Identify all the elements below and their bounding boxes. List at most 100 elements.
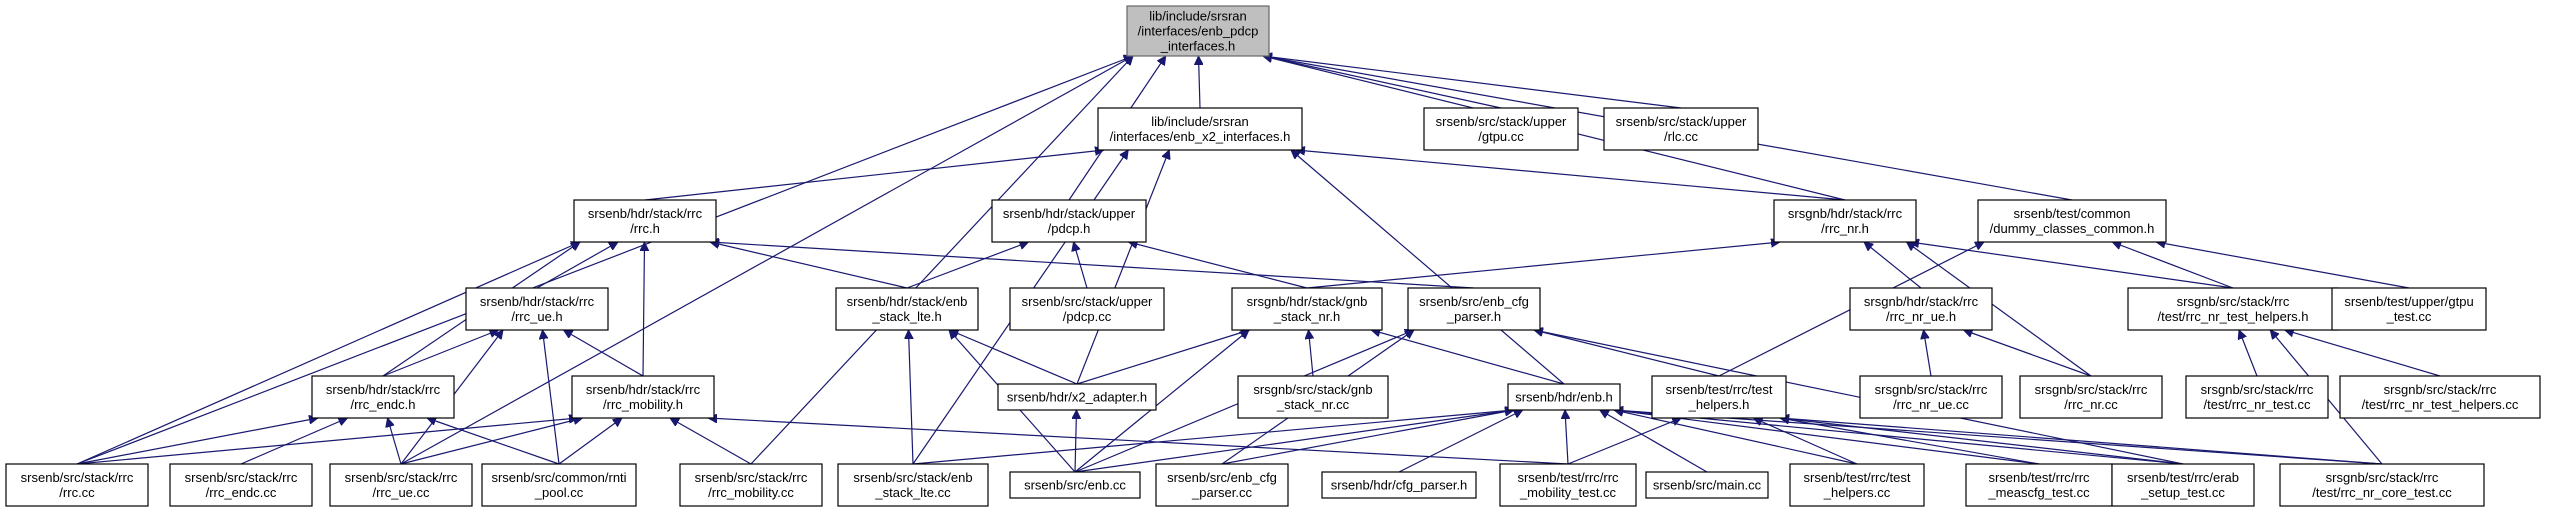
node-box bbox=[1645, 471, 1769, 499]
node-label-line: _interfaces.h bbox=[1160, 39, 1235, 54]
node-label-line: srsenb/hdr/stack/enb bbox=[847, 294, 968, 309]
node-label-line: _parser.cc bbox=[1191, 485, 1252, 500]
node-rrc_endc_cc[interactable]: srsenb/src/stack/rrc/rrc_endc.cc bbox=[169, 463, 313, 507]
node-pdcp_cc[interactable]: srsenb/src/stack/upper/pdcp.cc bbox=[1009, 287, 1165, 331]
node-rrc_nr_test_cc[interactable]: srsgnb/src/stack/rrc/test/rrc_nr_test.cc bbox=[2185, 375, 2329, 419]
edge-rrc_nr_test_helpers_cc-to-rrc_nr_test_helpers_h bbox=[2285, 330, 2441, 377]
edge-rrc_nr_core_test_cc-to-test_helpers_h bbox=[1780, 418, 2383, 465]
node-box bbox=[1965, 463, 2113, 507]
node-rrc_cc[interactable]: srsenb/src/stack/rrc/rrc.cc bbox=[5, 463, 149, 507]
node-label-line: srsenb/src/stack/upper bbox=[1436, 114, 1567, 129]
node-enb_stack_lte_h[interactable]: srsenb/hdr/stack/enb_stack_lte.h bbox=[835, 287, 979, 331]
node-label-line: srsenb/test/rrc/test bbox=[1666, 382, 1773, 397]
node-box bbox=[2339, 375, 2541, 419]
edge-rrc_ue_cc-to-rrc_endc_h bbox=[388, 418, 402, 465]
node-label-line: srsenb/src/stack/rrc bbox=[695, 470, 808, 485]
node-rrc_nr_core_test_cc[interactable]: srsgnb/src/stack/rrc/test/rrc_nr_core_te… bbox=[2279, 463, 2485, 507]
node-box bbox=[1009, 471, 1141, 499]
node-label-line: /test/rrc_nr_test_helpers.cc bbox=[2362, 397, 2519, 412]
node-label-line: srsenb/hdr/x2_adapter.h bbox=[1007, 390, 1147, 405]
node-box bbox=[1651, 375, 1787, 419]
node-rrc_endc_h[interactable]: srsenb/hdr/stack/rrc/rrc_endc.h bbox=[311, 375, 455, 419]
node-enb_pdcp_interfaces[interactable]: lib/include/srsran/interfaces/enb_pdcp_i… bbox=[1126, 5, 1270, 57]
node-label-line: srsenb/test/upper/gtpu bbox=[2344, 294, 2473, 309]
edge-rrc_nr_cc-to-rrc_nr_h bbox=[1907, 242, 2092, 377]
edge-enb_stack_lte_cc-to-enb_h bbox=[912, 410, 1514, 465]
node-box bbox=[1126, 5, 1270, 57]
node-test_helpers_cc[interactable]: srsenb/test/rrc/test_helpers.cc bbox=[1789, 463, 1925, 507]
node-label-line: srsgnb/src/stack/rrc bbox=[2326, 470, 2439, 485]
node-label-line: srsgnb/src/stack/rrc bbox=[2177, 294, 2290, 309]
node-gnb_stack_nr_h[interactable]: srsgnb/hdr/stack/gnb_stack_nr.h bbox=[1231, 287, 1383, 331]
edge-rrc_mobility_h-to-rrc_h bbox=[643, 242, 645, 377]
node-label-line: _mobility_test.cc bbox=[1519, 485, 1617, 500]
node-rrc_mobility_cc[interactable]: srsenb/src/stack/rrc/rrc_mobility.cc bbox=[679, 463, 823, 507]
node-rrc_nr_test_helpers_cc[interactable]: srsgnb/src/stack/rrc/test/rrc_nr_test_he… bbox=[2339, 375, 2541, 419]
node-enb_x2_interfaces[interactable]: lib/include/srsran/interfaces/enb_x2_int… bbox=[1097, 107, 1303, 151]
node-gnb_stack_nr_cc[interactable]: srsgnb/src/stack/gnb_stack_nr.cc bbox=[1237, 375, 1389, 419]
node-x2_adapter_h[interactable]: srsenb/hdr/x2_adapter.h bbox=[997, 383, 1157, 411]
node-label-line: /rrc_nr_ue.h bbox=[1886, 309, 1956, 324]
node-rnti_pool_cc[interactable]: srsenb/src/common/rnti_pool.cc bbox=[481, 463, 637, 507]
edge-enb_cc-to-enb_h bbox=[1074, 410, 1514, 473]
node-rrc_mobility_test_cc[interactable]: srsenb/test/rrc/rrc_mobility_test.cc bbox=[1499, 463, 1637, 507]
node-rrc_nr_cc[interactable]: srsgnb/src/stack/rrc/rrc_nr.cc bbox=[2019, 375, 2163, 419]
edge-enb_stack_lte_h-to-rrc_h bbox=[710, 242, 908, 289]
node-pdcp_h[interactable]: srsenb/hdr/stack/upper/pdcp.h bbox=[991, 199, 1147, 243]
node-rrc_nr_test_helpers_h[interactable]: srsgnb/src/stack/rrc/test/rrc_nr_test_he… bbox=[2127, 287, 2339, 331]
node-erab_setup_test_cc[interactable]: srsenb/test/rrc/erab_setup_test.cc bbox=[2111, 463, 2255, 507]
node-enb_cc[interactable]: srsenb/src/enb.cc bbox=[1009, 471, 1141, 499]
node-box bbox=[1789, 463, 1925, 507]
node-rrc_mobility_h[interactable]: srsenb/hdr/stack/rrc/rrc_mobility.h bbox=[571, 375, 715, 419]
node-box bbox=[1155, 463, 1289, 507]
node-label-line: srsenb/test/rrc/erab bbox=[2127, 470, 2239, 485]
node-label-line: srsgnb/hdr/stack/rrc bbox=[1864, 294, 1979, 309]
node-box bbox=[1231, 287, 1383, 331]
edge-enb_x2_interfaces-to-enb_pdcp_interfaces bbox=[1199, 56, 1201, 109]
node-rrc_h[interactable]: srsenb/hdr/stack/rrc/rrc.h bbox=[573, 199, 717, 243]
node-box bbox=[1423, 107, 1579, 151]
node-enb_h[interactable]: srsenb/hdr/enb.h bbox=[1507, 383, 1621, 411]
node-main_cc[interactable]: srsenb/src/main.cc bbox=[1645, 471, 1769, 499]
node-rrc_nr_h[interactable]: srsgnb/hdr/stack/rrc/rrc_nr.h bbox=[1773, 199, 1917, 243]
edge-rrc_nr_core_test_cc-to-enb_h bbox=[1614, 410, 2383, 465]
node-label-line: srsenb/src/stack/rrc bbox=[21, 470, 134, 485]
node-label-line: _stack_lte.h bbox=[871, 309, 941, 324]
edge-rrc_nr_h-to-enb_x2_interfaces bbox=[1296, 150, 1846, 201]
node-enb_cfg_parser_cc[interactable]: srsenb/src/enb_cfg_parser.cc bbox=[1155, 463, 1289, 507]
edge-main_cc-to-enb_h bbox=[1600, 409, 1708, 473]
node-label-line: /rrc_nr.cc bbox=[2064, 397, 2118, 412]
node-rrc_ue_cc[interactable]: srsenb/src/stack/rrc/rrc_ue.cc bbox=[329, 463, 473, 507]
node-label-line: srsenb/src/stack/rrc bbox=[345, 470, 458, 485]
node-box bbox=[1009, 287, 1165, 331]
node-label-line: srsgnb/hdr/stack/gnb bbox=[1247, 294, 1368, 309]
node-cfg_parser_h[interactable]: srsenb/hdr/cfg_parser.h bbox=[1321, 471, 1477, 499]
node-rrc_nr_ue_h[interactable]: srsgnb/hdr/stack/rrc/rrc_nr_ue.h bbox=[1849, 287, 1993, 331]
node-enb_stack_lte_cc[interactable]: srsenb/src/stack/enb_stack_lte.cc bbox=[837, 463, 989, 507]
node-box bbox=[5, 463, 149, 507]
node-box bbox=[311, 375, 455, 419]
node-label-line: srsenb/test/rrc/rrc bbox=[1517, 470, 1619, 485]
node-rlc_cc[interactable]: srsenb/src/stack/upper/rlc.cc bbox=[1603, 107, 1759, 151]
node-rrc_ue_h[interactable]: srsenb/hdr/stack/rrc/rrc_ue.h bbox=[465, 287, 609, 331]
edge-rrc_cc-to-rrc_h bbox=[76, 242, 580, 465]
node-test_helpers_h[interactable]: srsenb/test/rrc/test_helpers.h bbox=[1651, 375, 1787, 419]
node-label-line: srsenb/src/stack/upper bbox=[1616, 114, 1747, 129]
node-box bbox=[1407, 287, 1541, 331]
node-box bbox=[465, 287, 609, 331]
node-gtpu_test_cc[interactable]: srsenb/test/upper/gtpu_test.cc bbox=[2331, 287, 2487, 331]
node-rrc_nr_ue_cc[interactable]: srsgnb/src/stack/rrc/rrc_nr_ue.cc bbox=[1859, 375, 2003, 419]
edge-gnb_stack_nr_h-to-pdcp_h bbox=[1129, 242, 1308, 289]
node-dummy_classes[interactable]: srsenb/test/common/dummy_classes_common.… bbox=[1977, 199, 2167, 243]
edge-rrc_mobility_cc-to-enb_pdcp_interfaces bbox=[750, 56, 1133, 465]
node-label-line: srsgnb/src/stack/rrc bbox=[2384, 382, 2497, 397]
edge-test_helpers_cc-to-test_helpers_h bbox=[1754, 418, 1858, 465]
node-gtpu_cc[interactable]: srsenb/src/stack/upper/gtpu.cc bbox=[1423, 107, 1579, 151]
edge-enb_cc-to-gnb_stack_nr_h bbox=[1074, 330, 1249, 473]
node-enb_cfg_parser_h[interactable]: srsenb/src/enb_cfg_parser.h bbox=[1407, 287, 1541, 331]
node-label-line: srsenb/test/common bbox=[2013, 206, 2130, 221]
node-label-line: srsenb/test/rrc/test bbox=[1804, 470, 1911, 485]
node-box bbox=[481, 463, 637, 507]
edge-enb_cfg_parser_cc-to-enb_h bbox=[1221, 410, 1514, 465]
node-meascfg_test_cc[interactable]: srsenb/test/rrc/rrc_meascfg_test.cc bbox=[1965, 463, 2113, 507]
